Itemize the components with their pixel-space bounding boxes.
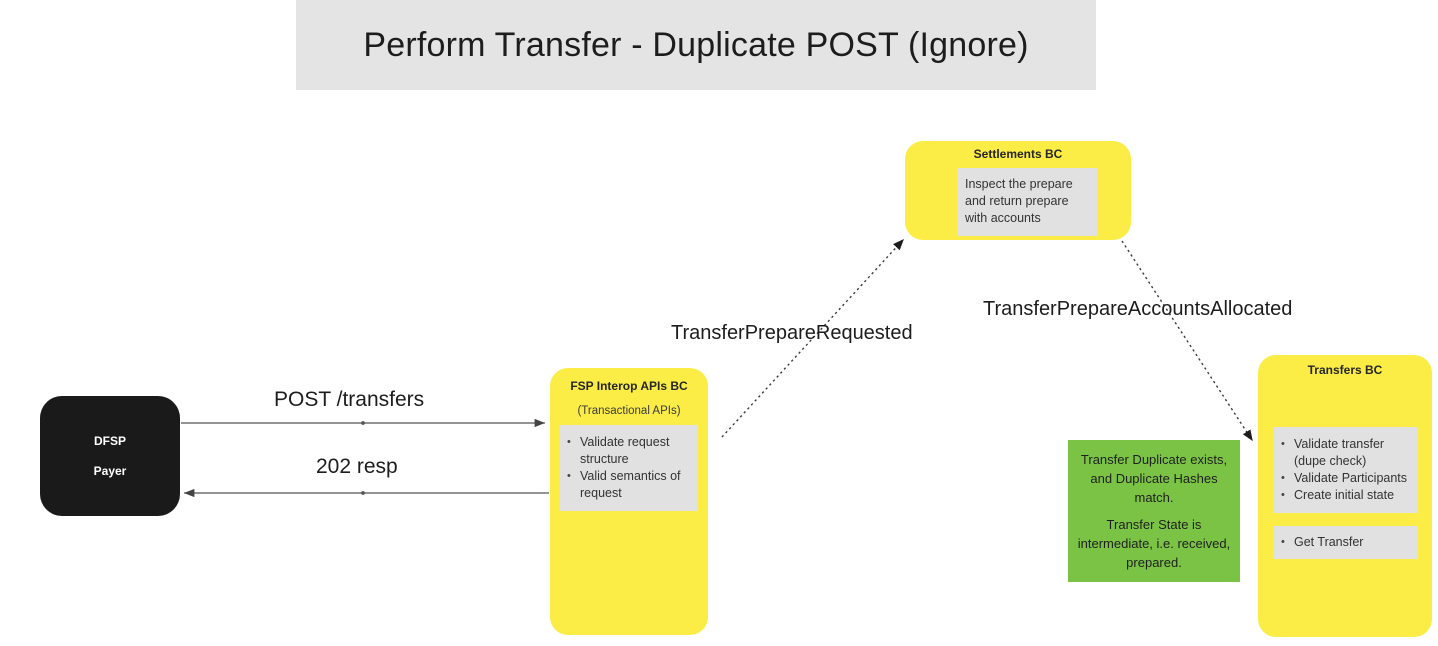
settlements-panel: Inspect the prepare and return prepare w… xyxy=(957,168,1097,236)
fsp-interop-panel: Validate request structure Valid semanti… xyxy=(560,425,698,511)
list-item: Validate request structure xyxy=(564,434,692,468)
node-fsp-interop-apis-bc[interactable]: FSP Interop APIs BC (Transactional APIs)… xyxy=(550,368,708,635)
dfsp-label-line1: DFSP xyxy=(93,434,126,448)
duplicate-note-paragraph-1: Transfer Duplicate exists, and Duplicate… xyxy=(1080,452,1228,505)
node-settlements-bc[interactable]: Settlements BC Inspect the prepare and r… xyxy=(905,141,1131,240)
node-dfsp-payer[interactable]: DFSP Payer xyxy=(40,396,180,516)
edge-transfer-prepare-accounts-allocated xyxy=(1121,240,1253,442)
transfers-panel-secondary: Get Transfer xyxy=(1274,526,1418,559)
list-item: Valid semantics of request xyxy=(564,468,692,502)
transfers-panel-primary: Validate transfer (dupe check) Validate … xyxy=(1274,427,1418,513)
title-banner: Perform Transfer - Duplicate POST (Ignor… xyxy=(296,0,1096,90)
edge-202-resp xyxy=(184,488,549,498)
page-title: Perform Transfer - Duplicate POST (Ignor… xyxy=(363,25,1029,64)
dfsp-label-line2: Payer xyxy=(93,464,127,478)
edge-label-post-transfers: POST /transfers xyxy=(274,388,425,411)
edge-label-transfer-prepare-accounts-allocated: TransferPrepareAccountsAllocated xyxy=(983,298,1293,320)
list-item: Validate transfer (dupe check) xyxy=(1278,436,1414,470)
edge-label-202-resp: 202 resp xyxy=(316,455,398,478)
edge-label-transfer-prepare-requested: TransferPrepareRequested xyxy=(671,322,913,344)
transfers-title: Transfers BC xyxy=(1307,363,1383,377)
list-item: Create initial state xyxy=(1278,487,1414,504)
node-duplicate-note: Transfer Duplicate exists, and Duplicate… xyxy=(1068,440,1240,582)
duplicate-note-paragraph-2: Transfer State is intermediate, i.e. rec… xyxy=(1077,517,1231,570)
list-item: Get Transfer xyxy=(1278,534,1414,551)
fsp-interop-subtitle: (Transactional APIs) xyxy=(577,405,681,417)
node-transfers-bc[interactable]: Transfers BC Validate transfer (dupe che… xyxy=(1258,355,1432,637)
settlements-panel-text: Inspect the prepare and return prepare w… xyxy=(965,177,1073,225)
list-item: Validate Participants xyxy=(1278,470,1414,487)
fsp-interop-title: FSP Interop APIs BC xyxy=(570,379,688,393)
edge-post-transfers xyxy=(181,418,545,428)
settlements-title: Settlements BC xyxy=(973,147,1063,161)
